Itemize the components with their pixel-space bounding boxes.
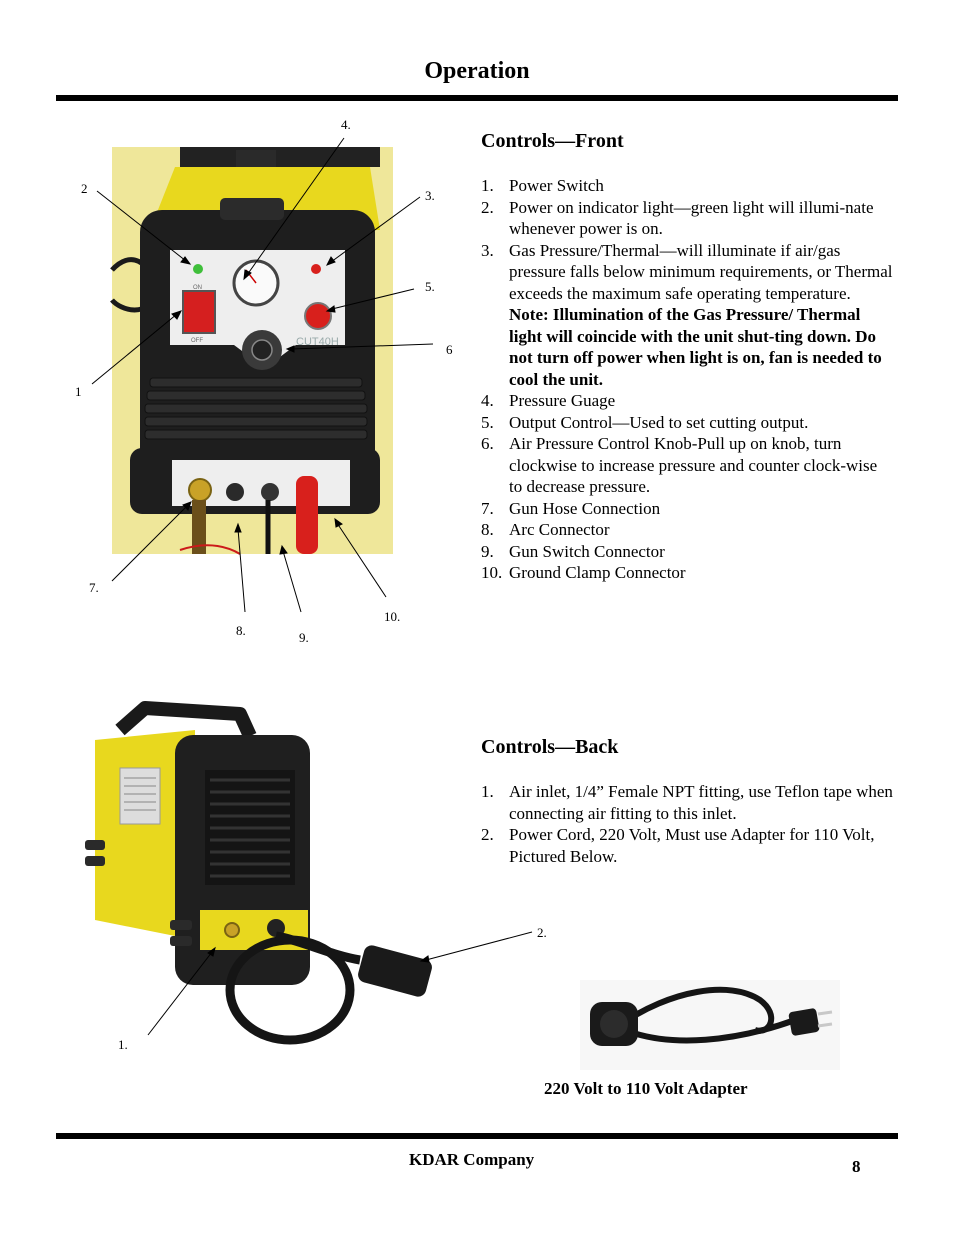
power-indicator-light (193, 264, 203, 274)
front-callout-9: 9. (299, 630, 309, 645)
front-item-8: 8.Arc Connector (481, 520, 610, 539)
adapter-male-plug (788, 1008, 820, 1036)
back-item-2: 2.Power Cord, 220 Volt, Must use Adapter… (481, 825, 875, 866)
thermal-indicator-light (311, 264, 321, 274)
front-callout-lines (91, 137, 434, 613)
page-number: 8 (852, 1157, 861, 1176)
front-callout-5: 5. (425, 279, 435, 294)
front-callout-8: 8. (236, 623, 246, 638)
front-item-1: 1.Power Switch (481, 176, 604, 195)
front-item-9: 9.Gun Switch Connector (481, 541, 665, 561)
front-callout-6: 6 (446, 342, 453, 357)
power-switch (182, 290, 216, 334)
front-callout-4: 4. (341, 117, 351, 132)
back-callout-1: 1. (118, 1037, 128, 1052)
back-figure (85, 701, 432, 1045)
adapter-caption: 220 Volt to 110 Volt Adapter (544, 1079, 748, 1098)
front-vent-slats (144, 377, 368, 440)
air-inlet (224, 922, 240, 938)
gun-switch-connector (261, 483, 279, 501)
back-callout-2: 2. (537, 925, 547, 940)
switch-on-label: ON (193, 285, 202, 291)
header-rule (56, 95, 898, 101)
ground-clamp-connector (296, 476, 318, 554)
switch-off-label: OFF (191, 338, 203, 344)
front-callout-1: 1 (75, 384, 82, 399)
side-label (119, 767, 161, 825)
model-label: CUT40H (296, 336, 339, 348)
front-item-10: 10.Ground Clamp Connector (481, 563, 686, 582)
front-callout-7: 7. (89, 580, 99, 595)
bezel-top-tab (220, 198, 284, 220)
front-item-6: 6.Air Pressure Control Knob-Pull up on k… (481, 434, 878, 496)
back-item-1: 1.Air inlet, 1/4” Female NPT fitting, us… (481, 782, 893, 823)
arc-connector (226, 483, 244, 501)
front-callout-2: 2 (81, 181, 88, 196)
controls-back-heading: Controls—Back (481, 736, 619, 758)
footer-rule (56, 1133, 898, 1139)
control-panel (170, 250, 345, 368)
output-control-knob (304, 302, 332, 330)
adapter-image (580, 980, 840, 1070)
top-handle-back (180, 147, 380, 167)
power-plug (358, 945, 432, 997)
front-item-2: 2.Power on indicator light—green light w… (481, 197, 874, 239)
controls-front-heading: Controls—Front (481, 130, 624, 152)
front-callout-10: 10. (384, 609, 401, 624)
carry-handle (115, 701, 257, 739)
front-callout-3: 3. (425, 188, 435, 203)
controls-back-list: 1.Air inlet, 1/4” Female NPT fitting, us… (481, 781, 893, 867)
back-callout-lines (147, 931, 533, 1036)
page-title: Operation (424, 58, 530, 84)
front-item-3: 3.Gas Pressure/Thermal—will illuminate i… (481, 240, 893, 389)
front-figure: ON OFF CUT40H (110, 147, 393, 555)
front-item-7: 7.Gun Hose Connection (481, 498, 661, 518)
thermal-note: Note: Illumination of the Gas Pressure/ … (509, 305, 882, 389)
controls-front-list: 1.Power Switch 2.Power on indicator ligh… (481, 175, 893, 584)
gun-hose (192, 500, 206, 554)
footer-company: KDAR Company (409, 1150, 535, 1169)
front-item-4: 4.Pressure Guage (481, 391, 616, 410)
front-item-5: 5.Output Control—Used to set cutting out… (481, 412, 809, 432)
